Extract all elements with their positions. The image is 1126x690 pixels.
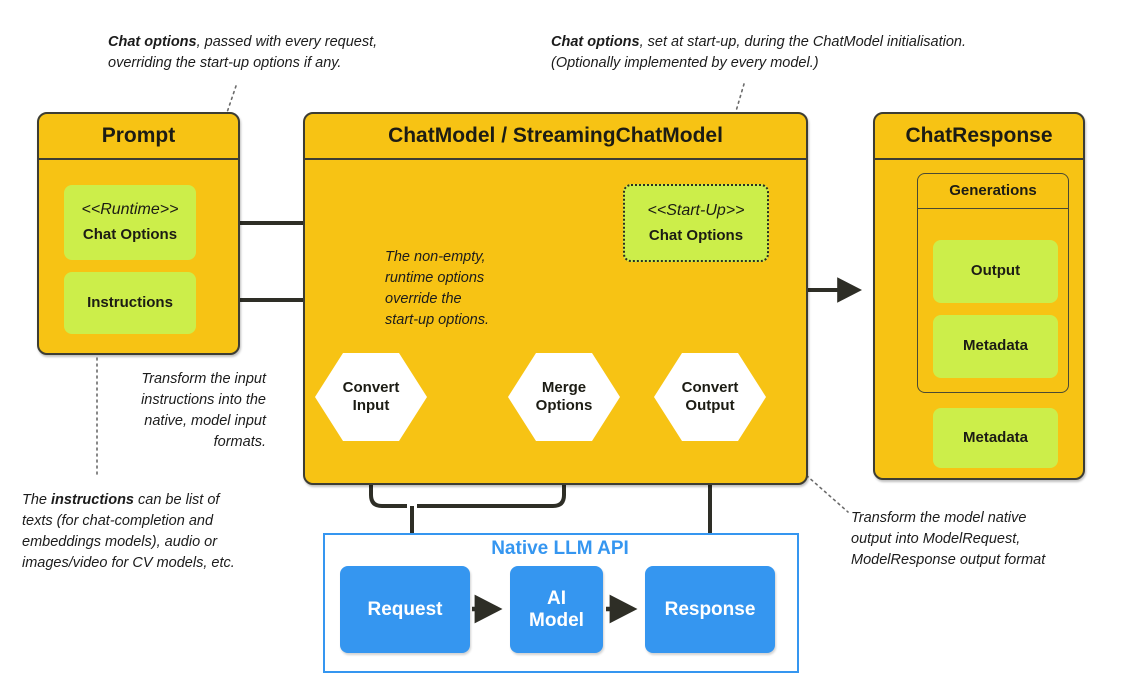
hexagon-convert-input[interactable]: Convert Input bbox=[315, 353, 427, 441]
generations-title: Generations bbox=[918, 174, 1068, 209]
instructions-box[interactable]: Instructions bbox=[64, 272, 196, 334]
startup-chat-options-label: Chat Options bbox=[648, 226, 744, 244]
api-request-box[interactable]: Request bbox=[340, 566, 470, 653]
startup-stereotype-label: <<Start-Up>> bbox=[647, 201, 745, 219]
chatmodel-title: ChatModel / StreamingChatModel bbox=[305, 114, 806, 160]
runtime-chat-options-note: Chat options, passed with every request,… bbox=[108, 32, 508, 74]
generations-metadata-label: Metadata bbox=[962, 337, 1029, 355]
runtime-stereotype-label: <<Runtime>> bbox=[81, 201, 179, 219]
runtime-note-rest: , passed with every request, bbox=[196, 34, 378, 50]
hexagon-shape bbox=[654, 353, 766, 441]
hexagon-merge-options-label: Merge Options bbox=[535, 379, 593, 414]
runtime-chat-options-box[interactable]: <<Runtime>> Chat Options bbox=[64, 185, 196, 260]
startup-note-rest: , set at start-up, during the ChatModel … bbox=[639, 34, 967, 50]
api-ai-model-line2: Model bbox=[529, 609, 584, 631]
convert-output-note: Transform the model native output into M… bbox=[851, 510, 1046, 569]
hexagon-convert-input-label: Convert Input bbox=[342, 379, 400, 414]
instructions-label: Instructions bbox=[87, 293, 173, 311]
prompt-title: Prompt bbox=[39, 114, 238, 160]
instructions-note-post: can be list of bbox=[134, 492, 220, 508]
runtime-chat-options-label: Chat Options bbox=[82, 226, 178, 244]
chatresponse-metadata-label: Metadata bbox=[962, 428, 1029, 446]
startup-chat-options-note: Chat options, set at start-up, during th… bbox=[551, 32, 1021, 74]
api-response-label: Response bbox=[664, 598, 756, 620]
api-request-label: Request bbox=[367, 598, 443, 620]
generations-metadata-box[interactable]: Metadata bbox=[933, 315, 1058, 378]
runtime-note-bold: Chat options bbox=[108, 34, 197, 50]
hexagon-convert-output-label: Convert Output bbox=[681, 379, 739, 414]
chatresponse-metadata-box[interactable]: Metadata bbox=[933, 408, 1058, 468]
hexagon-merge-options[interactable]: Merge Options bbox=[508, 353, 620, 441]
chatresponse-title: ChatResponse bbox=[875, 114, 1083, 160]
runtime-note-line2: overriding the start-up options if any. bbox=[108, 55, 342, 72]
instructions-note: The instructions can be list of texts (f… bbox=[22, 492, 235, 572]
instructions-note-bold: instructions bbox=[51, 492, 134, 508]
startup-chat-options-box[interactable]: <<Start-Up>> Chat Options bbox=[623, 184, 769, 262]
instructions-note-pre: The bbox=[22, 492, 52, 508]
startup-note-bold: Chat options bbox=[551, 34, 640, 50]
native-llm-api-title: Native LLM API bbox=[491, 538, 629, 559]
generations-output-box[interactable]: Output bbox=[933, 240, 1058, 303]
startup-note-line2: (Optionally implemented by every model.) bbox=[551, 55, 819, 72]
api-ai-model-box[interactable]: AI Model bbox=[510, 566, 603, 653]
api-response-box[interactable]: Response bbox=[645, 566, 775, 653]
api-ai-model-line1: AI bbox=[547, 587, 566, 609]
generations-output-label: Output bbox=[970, 262, 1021, 280]
hexagon-convert-output[interactable]: Convert Output bbox=[654, 353, 766, 441]
merge-options-note: The non-empty, runtime options override … bbox=[385, 249, 489, 329]
convert-input-note: Transform the input instructions into th… bbox=[141, 371, 266, 451]
hexagon-shape bbox=[508, 353, 620, 441]
